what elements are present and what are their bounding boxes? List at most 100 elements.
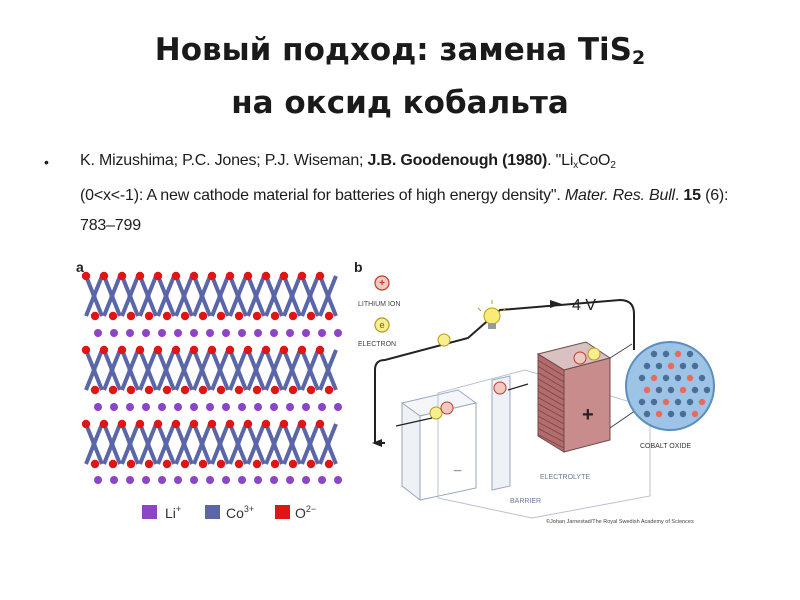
oxygen-atom: [252, 385, 262, 395]
ion-arrow: [507, 383, 529, 391]
oxygen-atom: [162, 311, 172, 321]
cathode-layer: [537, 353, 565, 371]
lithium-atom: [270, 476, 278, 484]
cobalt-atom: [289, 293, 295, 299]
oxygen-atom: [171, 271, 181, 281]
crystal-lattice: [81, 271, 342, 484]
cathode-layer: [537, 409, 565, 425]
lithium-atom: [270, 403, 278, 411]
oxygen-atom: [306, 385, 316, 395]
citation-sep1: . "Li: [547, 152, 574, 169]
oxygen-atom: [90, 459, 100, 469]
zoom-atom: [667, 386, 675, 394]
lithium-atom: [318, 476, 326, 484]
oxygen-atom: [90, 311, 100, 321]
cobalt-atom: [325, 367, 331, 373]
lithium-atom: [126, 476, 134, 484]
oxygen-atom: [216, 311, 226, 321]
citation-lead-author: J.B. Goodenough (1980): [367, 152, 548, 169]
figure-a-crystal-structure: a Li+ Co3+ O2−: [76, 259, 342, 521]
formula-sub-2: 2: [610, 160, 616, 171]
oxygen-atom: [324, 385, 334, 395]
zoom-atom: [662, 374, 670, 382]
lithium-ion-icon: [493, 381, 507, 395]
figure-a-label: a: [76, 259, 84, 275]
oxygen-atom: [117, 271, 127, 281]
lithium-atom: [222, 476, 230, 484]
cobalt-atom: [145, 293, 151, 299]
lithium-atom: [254, 329, 262, 337]
cathode-layer: [537, 421, 565, 437]
electron-icon: [587, 347, 601, 361]
zoom-atom: [686, 398, 694, 406]
oxygen-atom: [234, 459, 244, 469]
electron-legend-icon: [374, 317, 390, 333]
zoom-atom: [691, 410, 699, 418]
oxygen-atom: [171, 345, 181, 355]
cathode-plus-sign: +: [582, 404, 594, 426]
lithium-atom: [174, 329, 182, 337]
cobalt-atom: [325, 293, 331, 299]
oxygen-atom: [315, 271, 325, 281]
legend-li-label: Li+: [165, 504, 181, 521]
legend-o-label: O2−: [295, 504, 316, 521]
oxygen-atom: [108, 311, 118, 321]
zoom-atom: [643, 410, 651, 418]
title-line1: Новый подход: замена TiS: [154, 32, 632, 68]
lithium-atom: [206, 329, 214, 337]
figure-a-legend: Li+ Co3+ O2−: [142, 504, 316, 521]
cobalt-atom: [217, 293, 223, 299]
cobalt-atom: [127, 293, 133, 299]
oxygen-atom: [234, 385, 244, 395]
oxygen-atom: [324, 311, 334, 321]
oxygen-atom: [126, 385, 136, 395]
lithium-atom: [334, 476, 342, 484]
oxygen-atom: [261, 345, 271, 355]
oxygen-atom: [243, 345, 253, 355]
cathode-layer: [537, 378, 565, 395]
lithium-atom: [158, 403, 166, 411]
cathode-layer: [537, 415, 565, 431]
lithium-atom: [254, 403, 262, 411]
oxygen-atom: [207, 345, 217, 355]
cobalt-atom: [91, 293, 97, 299]
citation-volume: 15: [683, 187, 701, 204]
anode-box: −: [400, 389, 478, 502]
oxygen-atom: [297, 419, 307, 429]
svg-text:+: +: [379, 278, 385, 289]
anode-minus-sign: −: [453, 463, 462, 480]
figure-b-battery-diagram: b + LITHIUM ION e ELECTRON 4 V − +: [354, 259, 715, 525]
cobalt-atom: [127, 367, 133, 373]
zoom-connector: [609, 343, 633, 359]
oxygen-atom: [117, 345, 127, 355]
lithium-atom: [190, 329, 198, 337]
title-subscript: 2: [631, 47, 646, 69]
oxygen-atom: [99, 345, 109, 355]
cobalt-atom: [109, 293, 115, 299]
oxygen-atom: [243, 271, 253, 281]
oxygen-atom: [270, 459, 280, 469]
oxygen-atom: [243, 419, 253, 429]
cathode-layer: [537, 403, 565, 419]
lithium-atom: [238, 329, 246, 337]
cobalt-atom: [217, 441, 223, 447]
cobalt-atom: [163, 441, 169, 447]
zoom-atom: [650, 350, 658, 358]
oxygen-atom: [261, 271, 271, 281]
zoom-atom: [698, 398, 706, 406]
cobalt-atom: [235, 293, 241, 299]
oxygen-atom: [81, 271, 91, 281]
citation-bullet: • K. Mizushima; P.C. Jones; P.J. Wiseman…: [44, 146, 764, 241]
zoom-atom: [691, 386, 699, 394]
lithium-atom: [94, 476, 102, 484]
light-bulb-icon: [477, 300, 507, 329]
cobalt-atom: [307, 367, 313, 373]
oxygen-atom: [288, 385, 298, 395]
cobalt-atom: [181, 367, 187, 373]
lithium-atom: [286, 329, 294, 337]
cobalt-atom: [253, 441, 259, 447]
legend-o-swatch: [275, 505, 290, 519]
cathode-layer: [537, 390, 565, 407]
oxygen-atom: [117, 419, 127, 429]
zoom-atom: [667, 362, 675, 370]
